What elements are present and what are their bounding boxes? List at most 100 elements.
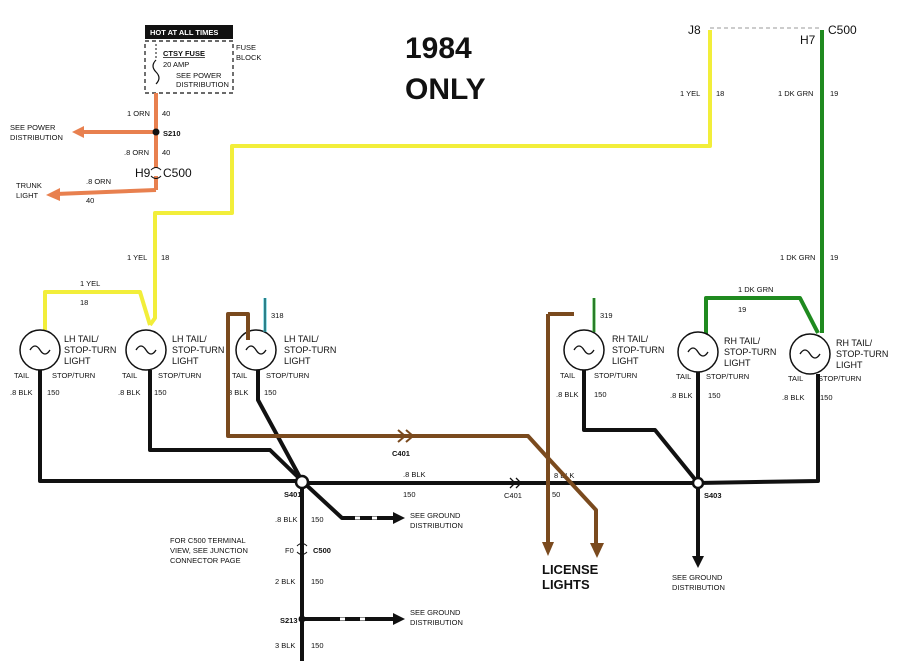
wire-grn-mid-num: 19 [830,253,838,262]
blk-lamp1 [38,370,302,483]
lamp-1-name-2: STOP-TURN [64,345,116,355]
lamp-6-num: 150 [820,393,833,402]
splice-s213: S213 [280,616,298,625]
lamp-6-filament [799,349,821,359]
arrow-license-1 [542,542,554,556]
title-only: ONLY [405,73,486,106]
lamp-3-tail: TAIL [232,371,247,380]
blk-lamp6 [697,374,820,485]
green-circuit [704,30,824,340]
fuse-block: HOT AT ALL TIMES FUSE BLOCK CTSY FUSE 20… [144,25,261,94]
wire-trunk-num: 40 [86,196,94,205]
wire-grn-top-num: 19 [830,89,838,98]
lamp-5-name-1: RH TAIL/ [724,336,761,346]
lamp-2: LH TAIL/ STOP-TURN LIGHT TAIL STOP/TURN … [118,329,224,397]
splice-s403-dot [691,476,705,490]
blk-lamp3 [256,370,304,482]
lamp-5-tail: TAIL [676,372,691,381]
wire-orn8: .8 ORN [124,148,149,157]
lamp-6: RH TAIL/ STOP-TURN LIGHT TAIL STOP/TURN … [782,333,888,402]
lamp-6-name-3: LIGHT [836,360,863,370]
wire-blk-c401-num: 50 [552,490,560,499]
ref-power-2: DISTRIBUTION [10,133,63,142]
lamp-3-filament [245,345,267,355]
splice-s210-dot [152,128,160,136]
lamp-2-tail: TAIL [122,371,137,380]
ref-license-2: LIGHTS [542,577,590,592]
lamp-5: RH TAIL/ STOP-TURN LIGHT TAIL STOP/TURN … [670,331,776,400]
wire-blk-down1: .8 BLK [275,515,298,524]
wire-orn8-num: 40 [162,148,170,157]
connector-c401-top-symbol [397,429,415,443]
ref-trunk-2: LIGHT [16,191,39,200]
lamp-1-blk: .8 BLK [10,388,33,397]
lamp-2-stop: STOP/TURN [158,371,201,380]
arrow-license-2 [590,543,604,558]
lamp-4-stop: STOP/TURN [594,371,637,380]
ref-c500-note-3: CONNECTOR PAGE [170,556,241,565]
green-branch [704,296,820,340]
ref-c500-note-2: VIEW, SEE JUNCTION [170,546,248,555]
lamp-3-num: 150 [264,388,277,397]
lamp-5-name-3: LIGHT [724,358,751,368]
connector-c401-top: C401 [392,449,410,458]
wire-blk-down2-num: 150 [311,577,324,586]
lamp-2-name-1: LH TAIL/ [172,334,207,344]
wire-orn1: 1 ORN [127,109,150,118]
wire-orn1-num: 40 [162,109,170,118]
ref-power-1: SEE POWER [10,123,56,132]
lamp-1-num: 150 [47,388,60,397]
yellow-main [148,30,712,327]
yellow-left [43,290,152,330]
fuse-block-outline [144,40,234,94]
lamp-2-name-3: LIGHT [172,356,199,366]
fuse-header-bg [145,25,233,39]
lamp-3-stop: STOP/TURN [266,371,309,380]
connector-h7: H7 [800,33,816,47]
connector-c500-left: C500 [163,166,192,180]
lamp-6-name-2: STOP-TURN [836,349,888,359]
arrow-ground3 [692,556,704,568]
ref-license-1: LICENSE [542,562,599,577]
ref-ground3-2: DISTRIBUTION [672,583,725,592]
lamp-3-name-2: STOP-TURN [284,345,336,355]
wire-yel-mid: 1 YEL [127,253,147,262]
wire-yel-right-num: 18 [716,89,724,98]
blk-lamp4 [582,370,700,485]
connector-j8: J8 [688,23,701,37]
ground-dashes [340,516,377,621]
wire-grn-mid: 1 DK GRN [780,253,815,262]
connector-c401-mid: C401 [504,491,522,500]
arrow-ground1 [393,512,405,524]
lamp-5-blk: .8 BLK [670,391,693,400]
orange-to-trunk-h [55,188,157,196]
arrow-power-dist [72,126,84,138]
wire-blk-down1-num: 150 [311,515,324,524]
blk-lamp2 [148,370,304,483]
lamp-1-name-1: LH TAIL/ [64,334,99,344]
lamp-3-blk: 8 BLK [228,388,248,397]
ref-ground2-2: DISTRIBUTION [410,618,463,627]
connector-c500-bottom-symbol [296,543,308,555]
connector-c401-mid-symbol [509,477,522,489]
ref-c500-note-1: FOR C500 TERMINAL [170,536,246,545]
splice-s403: S403 [704,491,722,500]
lamp-6-tail: TAIL [788,374,803,383]
wire-yel-mid-num: 18 [161,253,169,262]
lamp-5-name-2: STOP-TURN [724,347,776,357]
lamp-2-filament [135,345,157,355]
lamp-5-filament [687,347,709,357]
ground-circuit [38,370,820,661]
fuse-note-2: DISTRIBUTION [176,80,229,89]
wire-blk-down2: 2 BLK [275,577,295,586]
wire-yel-left-num: 18 [80,298,88,307]
wire-grn-lower-num: 19 [738,305,746,314]
wire-319: 319 [600,311,613,320]
lamp-3: LH TAIL/ STOP-TURN LIGHT TAIL STOP/TURN … [228,329,336,397]
lamp-1-stop: STOP/TURN [52,371,95,380]
wire-yel-right: 1 YEL [680,89,700,98]
lamp-6-stop: STOP/TURN [818,374,861,383]
arrow-ground2 [393,613,405,625]
splice-s401-dot [294,474,310,490]
fuse-name: CTSY FUSE [163,49,205,58]
